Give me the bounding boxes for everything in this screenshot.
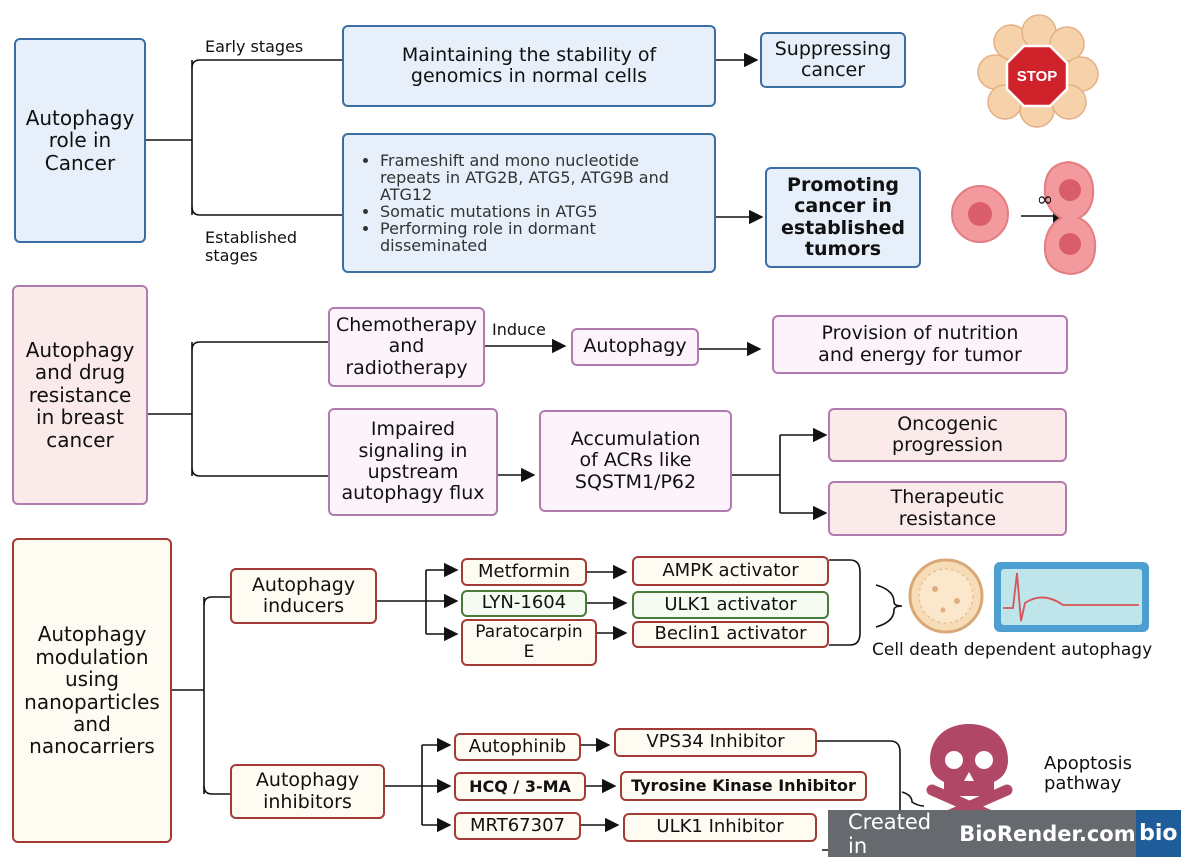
tyrosine-kinase-inhibitor-box: Tyrosine Kinase Inhibitor bbox=[620, 771, 867, 801]
chemotherapy-radiotherapy-box: Chemotherapy and radiotherapy bbox=[328, 307, 485, 387]
therapeutic-resistance-box: Therapeutic resistance bbox=[828, 481, 1067, 536]
ulk1-activator-box: ULK1 activator bbox=[632, 591, 829, 619]
stop-sign-icon: STOP bbox=[977, 14, 1099, 128]
established-stages-label: Established stages bbox=[205, 228, 298, 265]
infinity-symbol: ∞ bbox=[1037, 187, 1054, 211]
autophagy-modulation-box: Autophagy modulation using nanoparticles… bbox=[12, 538, 172, 843]
autophagy-inducers-box: Autophagy inducers bbox=[230, 568, 377, 624]
promoting-cancer-box: Promoting cancer in established tumors bbox=[765, 167, 921, 268]
ampk-activator-box: AMPK activator bbox=[632, 556, 829, 586]
hcq-3ma-box: HCQ / 3-MA bbox=[454, 772, 586, 801]
bullet-item: Performing role in dormant disseminated bbox=[380, 220, 704, 254]
created-in-text: Created in bbox=[848, 809, 932, 858]
stop-text: STOP bbox=[1017, 68, 1058, 85]
biorender-brand-text: BioRender.com bbox=[959, 821, 1136, 846]
biorender-watermark: Created in BioRender.com bio bbox=[828, 809, 1181, 858]
suppressing-cancer-box: Suppressing cancer bbox=[760, 32, 906, 88]
early-stages-label: Early stages bbox=[205, 37, 304, 56]
lyn-1604-box: LYN-1604 bbox=[461, 590, 587, 617]
cell-death-dependent-autophagy-label: Cell death dependent autophagy bbox=[872, 640, 1153, 660]
metformin-box: Metformin bbox=[461, 558, 587, 586]
bullet-item: Frameshift and mono nucleotide repeats i… bbox=[380, 152, 704, 203]
maintaining-genomic-stability-box: Maintaining the stability of genomics in… bbox=[342, 25, 716, 107]
oncogenic-progression-box: Oncogenic progression bbox=[828, 408, 1067, 462]
bullet-item: Somatic mutations in ATG5 bbox=[380, 203, 704, 220]
apoptosis-pathway-label: Apoptosis pathway bbox=[1044, 753, 1133, 794]
ecg-monitor-icon bbox=[994, 562, 1149, 632]
beclin1-activator-box: Beclin1 activator bbox=[632, 621, 829, 648]
autophagy-inhibitors-box: Autophagy inhibitors bbox=[230, 764, 385, 819]
autophagy-box: Autophagy bbox=[571, 328, 699, 366]
impaired-signaling-box: Impaired signaling in upstream autophagy… bbox=[328, 408, 498, 516]
autophinib-box: Autophinib bbox=[454, 733, 581, 761]
accumulation-acrs-box: Accumulation of ACRs like SQSTM1/P62 bbox=[539, 410, 732, 512]
mutations-bullet-box: Frameshift and mono nucleotide repeats i… bbox=[342, 133, 716, 273]
ulk1-inhibitor-box: ULK1 Inhibitor bbox=[623, 813, 817, 842]
mrt67307-box: MRT67307 bbox=[454, 812, 581, 840]
induce-label: Induce bbox=[492, 320, 546, 339]
paratocarpin-e-box: Paratocarpin E bbox=[461, 619, 597, 666]
dying-cell-icon bbox=[908, 558, 984, 634]
autophagy-drug-resistance-box: Autophagy and drug resistance in breast … bbox=[12, 285, 148, 505]
provision-nutrition-box: Provision of nutrition and energy for tu… bbox=[772, 315, 1068, 374]
mutations-bullet-list: Frameshift and mono nucleotide repeats i… bbox=[350, 152, 704, 255]
vps34-inhibitor-box: VPS34 Inhibitor bbox=[614, 728, 817, 757]
autophagy-role-in-cancer-box: Autophagy role in Cancer bbox=[14, 38, 146, 243]
biorender-logo-icon: bio bbox=[1135, 810, 1181, 857]
dividing-cell-icon: ∞ bbox=[951, 160, 1097, 276]
